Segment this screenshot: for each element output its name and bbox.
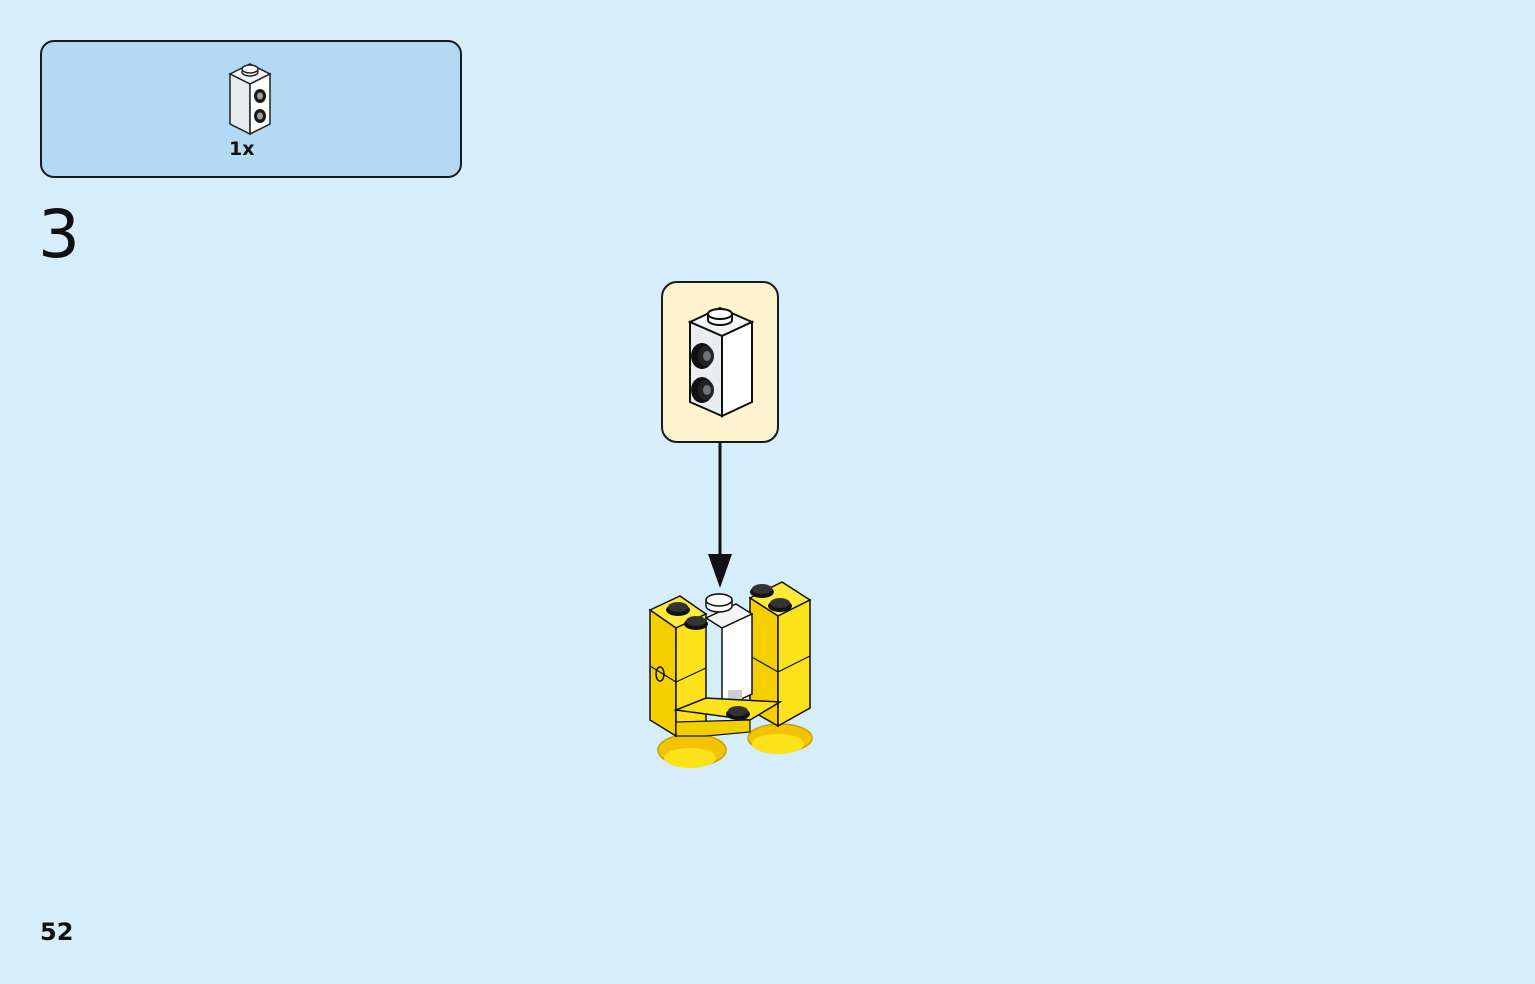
down-arrow-icon bbox=[708, 442, 732, 588]
white-brick-1x1-two-side-studs-icon bbox=[687, 306, 755, 418]
white-brick-1x1-two-side-studs-icon bbox=[228, 63, 272, 136]
part-quantity: 1x bbox=[229, 138, 255, 160]
yellow-duck-body-assembly-icon bbox=[648, 581, 813, 768]
page-number: 52 bbox=[40, 918, 74, 946]
step-number: 3 bbox=[38, 196, 80, 273]
